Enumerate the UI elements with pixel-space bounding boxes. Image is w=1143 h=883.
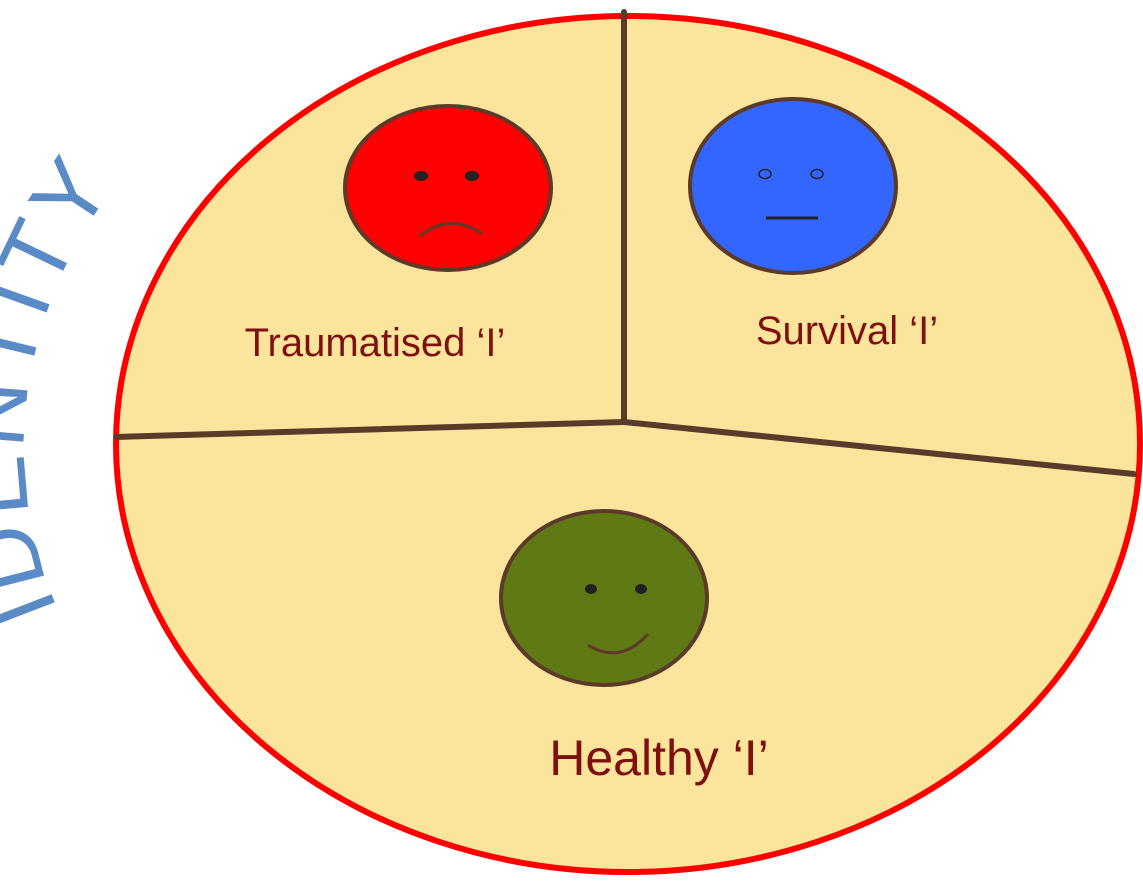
smile-mouth <box>587 632 650 655</box>
left-eye <box>585 584 597 594</box>
frown-mouth <box>419 222 483 238</box>
sad-face-icon <box>343 104 553 272</box>
happy-face-icon <box>499 509 709 687</box>
divider-left <box>113 419 627 440</box>
right-eye <box>635 584 647 594</box>
neutral-face-icon <box>688 97 898 275</box>
survival-section: Survival ‘I’ <box>688 97 938 353</box>
section-dividers <box>113 9 1137 477</box>
right-eye <box>810 168 824 180</box>
survival-label: Survival ‘I’ <box>756 309 938 353</box>
left-eye <box>758 168 772 180</box>
healthy-label: Healthy ‘I’ <box>549 730 769 786</box>
identity-text-path: IDENTITY <box>0 138 128 640</box>
right-eye <box>465 171 479 181</box>
identity-side-label: IDENTITY <box>0 138 132 640</box>
healthy-section: Healthy ‘I’ <box>499 509 769 786</box>
divider-right <box>621 419 1137 477</box>
left-eye <box>414 171 428 181</box>
traumatised-label: Traumatised ‘I’ <box>245 321 506 365</box>
traumatised-section: Traumatised ‘I’ <box>245 104 553 365</box>
